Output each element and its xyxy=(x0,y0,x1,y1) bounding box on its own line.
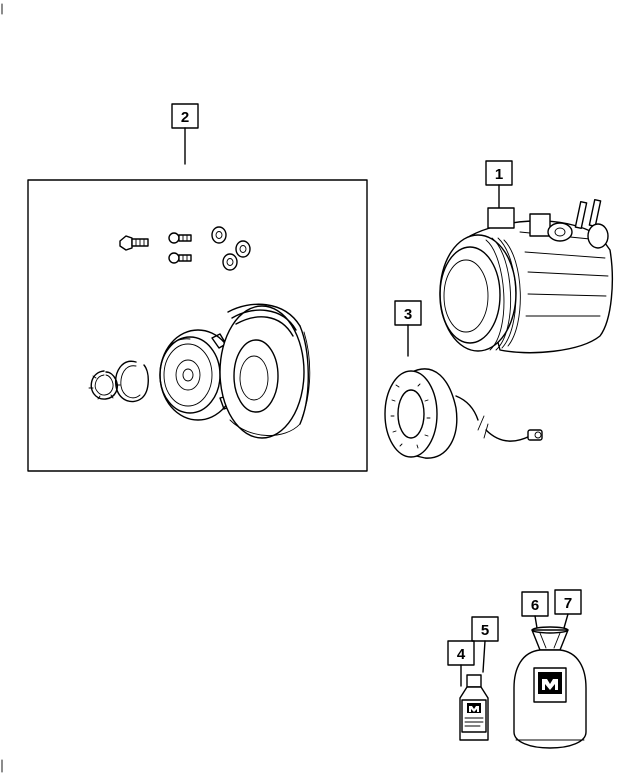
svg-text:7: 7 xyxy=(564,595,572,612)
callout-7[interactable]: 7 xyxy=(554,589,582,629)
svg-text:2: 2 xyxy=(181,109,189,126)
callout-3[interactable]: 3 xyxy=(394,300,422,357)
callout-1[interactable]: 1 xyxy=(485,160,513,211)
ac-compressor[interactable] xyxy=(439,198,614,354)
field-coil[interactable] xyxy=(384,368,543,459)
mopar-logo-icon xyxy=(469,706,479,712)
clutch-pulley[interactable] xyxy=(219,303,311,439)
clutch-bolt[interactable] xyxy=(119,235,149,251)
svg-text:4: 4 xyxy=(457,646,466,663)
mopar-logo-icon xyxy=(542,679,558,690)
washer-3[interactable] xyxy=(222,253,238,271)
svg-text:6: 6 xyxy=(531,597,539,614)
svg-text:3: 3 xyxy=(404,306,412,323)
refrigerant-tank[interactable] xyxy=(513,626,587,749)
callout-4[interactable]: 4 xyxy=(447,640,475,687)
clutch-kit-box xyxy=(27,179,368,472)
callout-5[interactable]: 5 xyxy=(471,616,499,673)
svg-text:5: 5 xyxy=(481,622,489,639)
callout-2[interactable]: 2 xyxy=(171,103,199,165)
washer-1[interactable] xyxy=(211,226,227,244)
screw-lower[interactable] xyxy=(168,252,192,264)
pag-oil-bottle[interactable] xyxy=(459,674,489,741)
washer-2[interactable] xyxy=(235,240,251,258)
snap-ring-large[interactable] xyxy=(115,360,149,403)
screw-upper[interactable] xyxy=(168,232,192,244)
svg-text:1: 1 xyxy=(495,166,503,183)
callout-6[interactable]: 6 xyxy=(521,591,549,629)
